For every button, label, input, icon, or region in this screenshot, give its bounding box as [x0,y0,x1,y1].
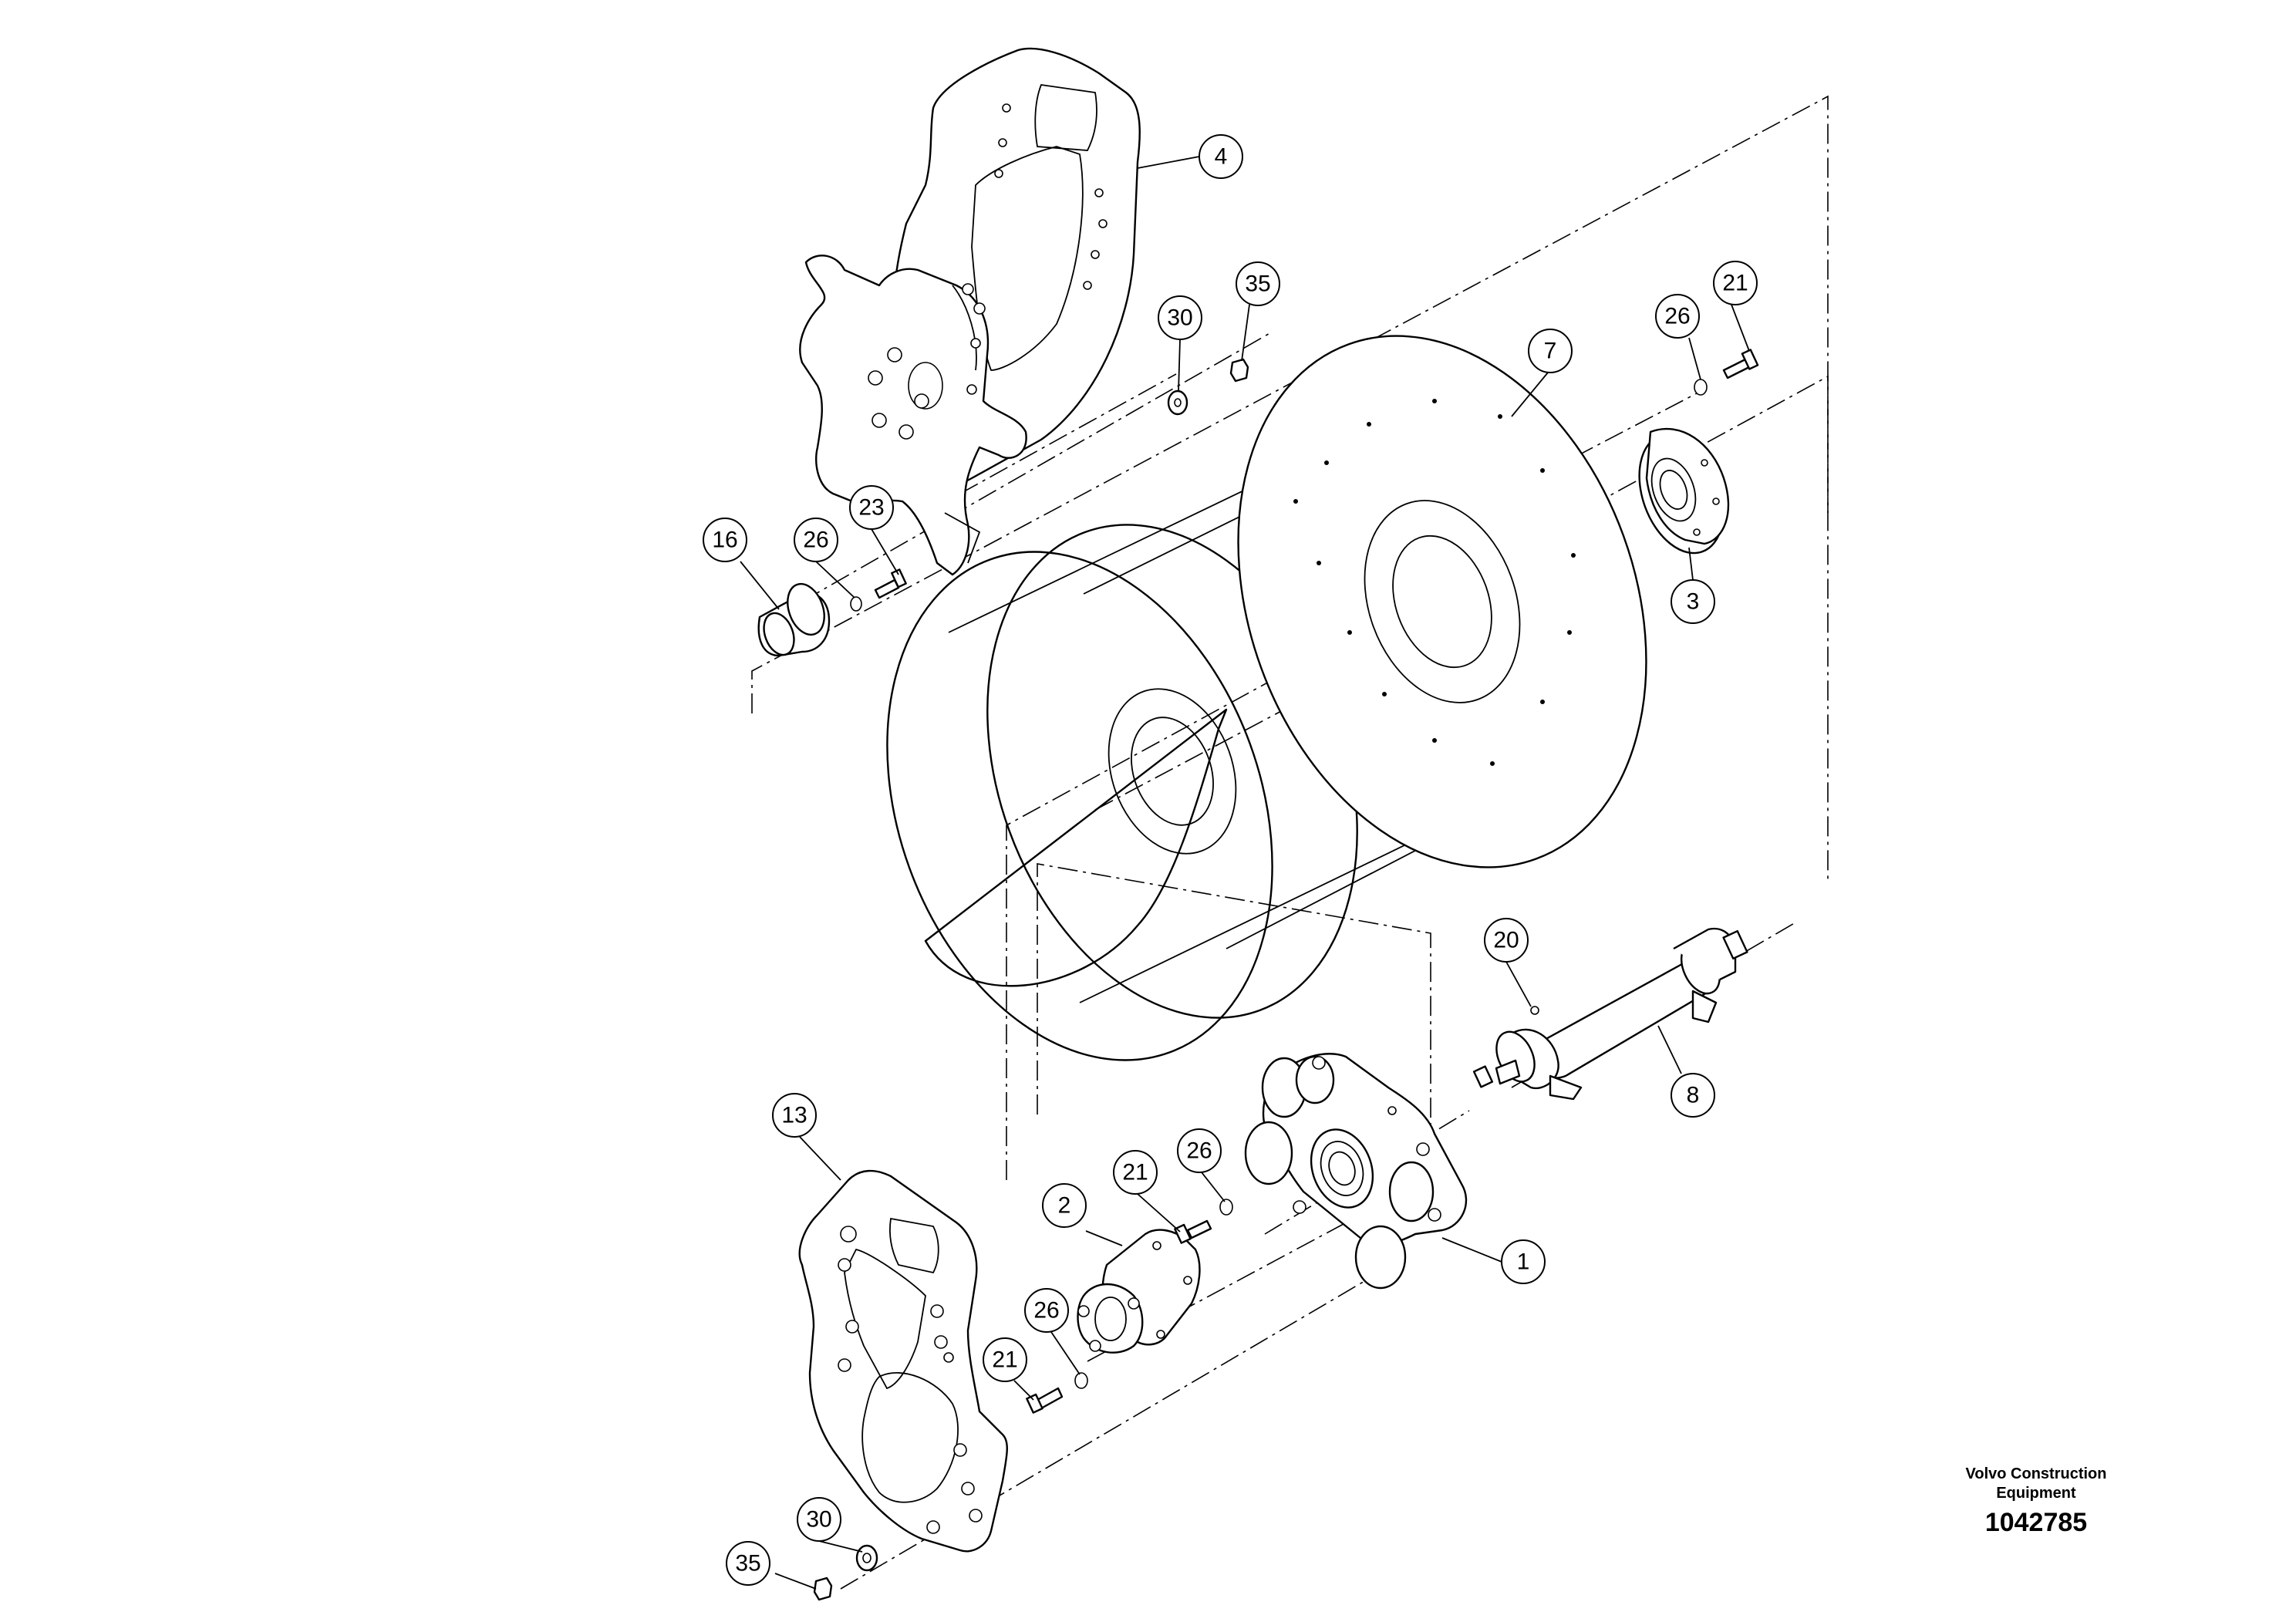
callout-30-top-label: 30 [1167,305,1192,331]
drawing-number: 1042785 [1984,1508,2088,1537]
callout-23: 23 [849,485,894,530]
callout-21-top: 21 [1713,261,1758,305]
brand-name-line-1: Volvo Construction [1965,1465,2107,1482]
leader-lines [740,156,1750,1590]
callout-26-middle-label: 26 [1186,1138,1212,1164]
callout-21-lower: 21 [983,1337,1027,1382]
callout-35-bottom: 35 [726,1541,770,1586]
callout-35-bottom-label: 35 [735,1551,760,1576]
bearing-housing [1638,427,1730,555]
callout-8-label: 8 [1687,1083,1700,1108]
side-plate-lower [798,1169,1008,1553]
callout-26-lower-label: 26 [1033,1298,1059,1324]
callout-20: 20 [1484,918,1529,963]
hardware-middle [1174,1199,1233,1244]
callout-30-bottom: 30 [797,1497,841,1542]
callout-3: 3 [1671,579,1715,624]
callout-4: 4 [1199,134,1243,179]
callout-7-label: 7 [1544,339,1557,364]
callout-16-label: 16 [712,528,737,553]
callout-20-label: 20 [1493,928,1519,953]
callout-13: 13 [772,1093,817,1138]
drum [886,335,1647,1061]
callout-26-middle: 26 [1177,1128,1222,1173]
hardware-top-left [757,568,907,657]
hydraulic-motor [1077,1229,1201,1354]
callout-13-label: 13 [781,1103,807,1128]
axle-shaft [1472,927,1748,1101]
callout-21-middle: 21 [1113,1150,1158,1195]
brand-name-line-2: Equipment [1996,1485,2076,1502]
hardware-bottom [813,1544,878,1601]
callout-30-top: 30 [1158,295,1202,340]
callout-30-bottom-label: 30 [806,1507,831,1533]
callout-23-label: 23 [858,495,884,521]
callout-26-top-right-label: 26 [1664,304,1690,329]
hardware-lower [1026,1372,1088,1414]
callout-2-label: 2 [1058,1193,1071,1219]
callout-4-label: 4 [1215,144,1228,170]
motor-mount-flange [1244,1053,1468,1290]
callout-3-label: 3 [1687,589,1700,615]
callout-21-lower-label: 21 [992,1347,1017,1373]
hardware-top-middle [1167,358,1249,416]
callout-21-top-label: 21 [1722,271,1748,296]
callout-26-lower: 26 [1024,1288,1069,1333]
callout-1: 1 [1501,1239,1546,1284]
callout-26-top-right: 26 [1655,294,1700,339]
callout-26-top-left: 26 [794,518,838,562]
callout-26-top-left-label: 26 [803,528,828,553]
callout-2: 2 [1042,1183,1087,1228]
callout-16: 16 [703,518,747,562]
callout-35-top: 35 [1236,261,1280,306]
callout-7: 7 [1528,329,1573,373]
hardware-top-right [1694,349,1759,396]
side-plate-upper [799,47,1141,576]
callout-8: 8 [1671,1073,1715,1118]
callout-1-label: 1 [1517,1249,1530,1275]
callout-35-top-label: 35 [1245,271,1270,297]
callout-21-middle-label: 21 [1122,1160,1148,1185]
